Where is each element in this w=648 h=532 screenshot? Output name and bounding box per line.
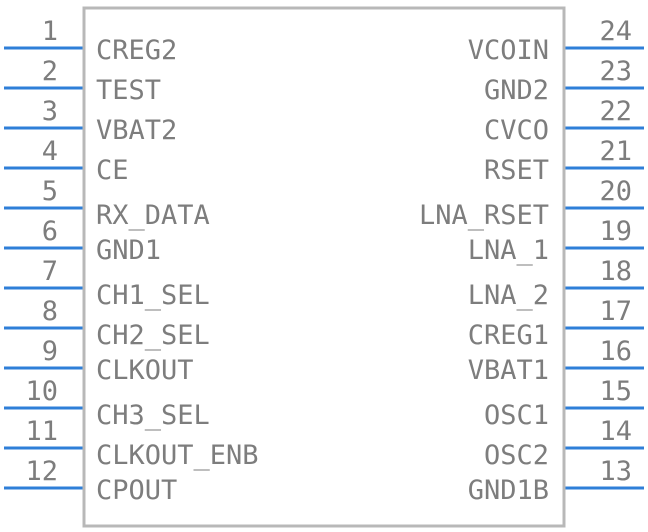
pin-number-left: 1 [42, 16, 58, 47]
pin-number-right: 15 [599, 376, 632, 407]
pin-number-right: 13 [599, 456, 632, 487]
pin-name-right: VBAT1 [468, 355, 549, 386]
pin-lines [4, 46, 644, 490]
pin-number-right: 24 [599, 16, 632, 47]
pin-number-right: 19 [599, 216, 632, 247]
pin-number-right: 16 [599, 336, 632, 367]
pin-number-left: 11 [25, 416, 58, 447]
pin-name-right: LNA_RSET [419, 200, 549, 231]
pin-name-left: TEST [96, 75, 161, 106]
pin-number-left: 4 [42, 136, 58, 167]
pin-number-left: 7 [42, 256, 58, 287]
pin-number-right: 17 [599, 296, 632, 327]
pin-name-right: RSET [484, 155, 549, 186]
pin-name-right: GND1B [468, 475, 549, 506]
pin-name-left: CLKOUT [96, 355, 194, 386]
pin-name-left: CH1_SEL [96, 280, 210, 311]
pin-name-right: OSC2 [484, 440, 549, 471]
pin-name-left: CH2_SEL [96, 320, 210, 351]
pin-name-left: CE [96, 155, 129, 186]
pin-number-right: 23 [599, 56, 632, 87]
pin-name-left: CH3_SEL [96, 400, 210, 431]
pin-number-left: 9 [42, 336, 58, 367]
pin-number-right: 18 [599, 256, 632, 287]
pin-name-left: RX_DATA [96, 200, 210, 231]
component-body [82, 6, 566, 528]
pin-number-right: 14 [599, 416, 632, 447]
pin-number-left: 10 [25, 376, 58, 407]
pin-number-left: 5 [42, 176, 58, 207]
pin-name-right: GND2 [484, 75, 549, 106]
pin-number-left: 3 [42, 96, 58, 127]
pin-number-left: 12 [25, 456, 58, 487]
pin-name-left: GND1 [96, 235, 161, 266]
pin-number-left: 2 [42, 56, 58, 87]
pin-number-right: 22 [599, 96, 632, 127]
pin-name-left: VBAT2 [96, 115, 177, 146]
pin-name-right: LNA_1 [468, 235, 549, 266]
pin-name-right: CREG1 [468, 320, 549, 351]
pin-name-right: LNA_2 [468, 280, 549, 311]
pin-name-left: CREG2 [96, 35, 177, 66]
pin-number-left: 8 [42, 296, 58, 327]
pin-name-left: CPOUT [96, 475, 177, 506]
pin-name-right: VCOIN [468, 35, 549, 66]
pin-name-right: CVCO [484, 115, 549, 146]
pin-number-right: 21 [599, 136, 632, 167]
pin-number-left: 6 [42, 216, 58, 247]
pin-name-right: OSC1 [484, 400, 549, 431]
pin-name-left: CLKOUT_ENB [96, 440, 259, 471]
pin-number-right: 20 [599, 176, 632, 207]
